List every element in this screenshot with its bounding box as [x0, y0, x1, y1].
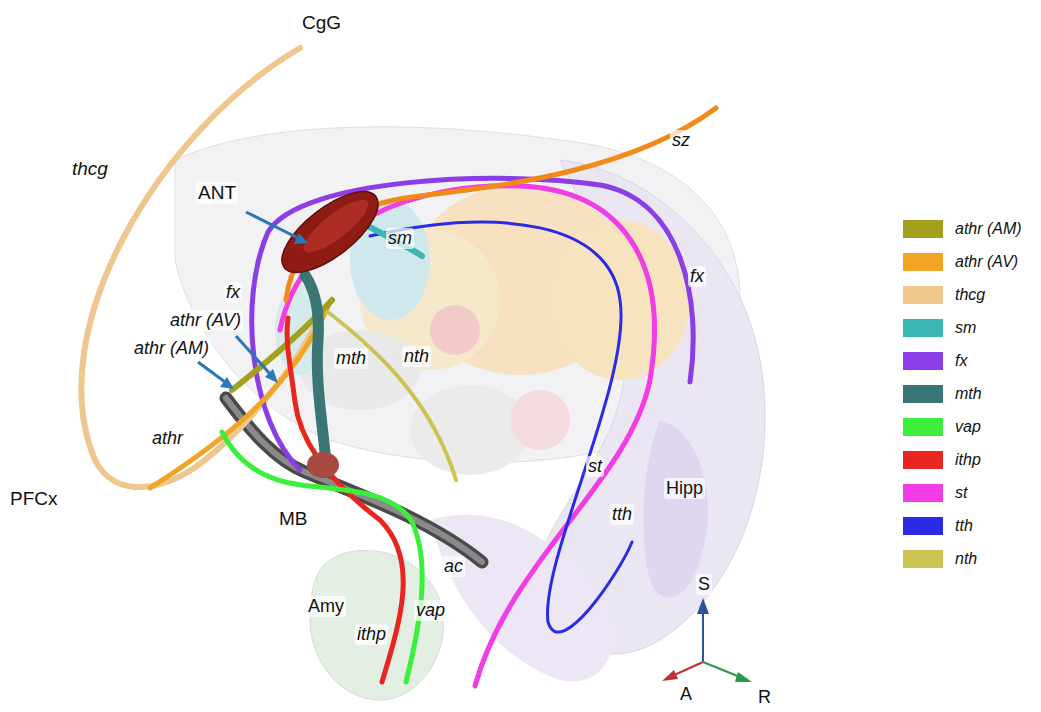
- legend-text: athr (AV): [955, 253, 1018, 271]
- legend-row: ithp: [903, 451, 981, 469]
- structure-label: CgG: [300, 12, 343, 34]
- structure-label: ANT: [196, 182, 238, 204]
- structure-label: sz: [670, 130, 692, 151]
- legend-row: sm: [903, 319, 976, 337]
- legend-text: sm: [955, 319, 976, 337]
- legend-row: athr (AM): [903, 220, 1022, 238]
- structure-label: A: [678, 684, 694, 705]
- legend-swatch: [903, 418, 943, 436]
- legend-row: nth: [903, 550, 977, 568]
- legend-swatch: [903, 550, 943, 568]
- legend-text: tth: [955, 517, 973, 535]
- legend-text: ithp: [955, 451, 981, 469]
- legend-swatch: [903, 319, 943, 337]
- legend-text: mth: [955, 385, 982, 403]
- legend-row: tth: [903, 517, 973, 535]
- structure-label: athr (AM): [132, 338, 211, 359]
- legend-swatch: [903, 253, 943, 271]
- structure-label: ithp: [355, 624, 388, 645]
- legend-swatch: [903, 352, 943, 370]
- structure-label: MB: [277, 508, 310, 530]
- legend-swatch: [903, 517, 943, 535]
- structure-label: tth: [610, 504, 634, 525]
- legend-row: athr (AV): [903, 253, 1018, 271]
- structure-label: PFCx: [8, 488, 60, 510]
- legend-text: thcg: [955, 286, 985, 304]
- structure-label: Hipp: [664, 478, 705, 499]
- structure-label: Amy: [306, 596, 346, 617]
- structure-label: st: [586, 456, 604, 477]
- legend-text: nth: [955, 550, 977, 568]
- legend-swatch: [903, 451, 943, 469]
- structure-label: fx: [688, 266, 706, 287]
- legend-row: thcg: [903, 286, 985, 304]
- structure-label: fx: [224, 282, 242, 303]
- structure-label: R: [756, 687, 773, 708]
- legend-swatch: [903, 484, 943, 502]
- structure-label: sm: [386, 228, 414, 249]
- legend-text: st: [955, 484, 967, 502]
- legend-swatch: [903, 385, 943, 403]
- structure-label: mth: [334, 348, 368, 369]
- legend-row: st: [903, 484, 967, 502]
- legend-row: mth: [903, 385, 982, 403]
- structure-label: athr: [150, 428, 185, 449]
- legend-row: vap: [903, 418, 981, 436]
- structure-label: nth: [402, 346, 431, 367]
- structure-label: S: [696, 574, 712, 595]
- structure-label: thcg: [70, 158, 110, 180]
- structure-label: ac: [442, 556, 465, 577]
- legend-row: fx: [903, 352, 967, 370]
- legend-text: athr (AM): [955, 220, 1022, 238]
- legend-swatch: [903, 286, 943, 304]
- structure-label: vap: [414, 600, 447, 621]
- structure-label: athr (AV): [168, 310, 243, 331]
- legend-text: fx: [955, 352, 967, 370]
- legend-swatch: [903, 220, 943, 238]
- legend-text: vap: [955, 418, 981, 436]
